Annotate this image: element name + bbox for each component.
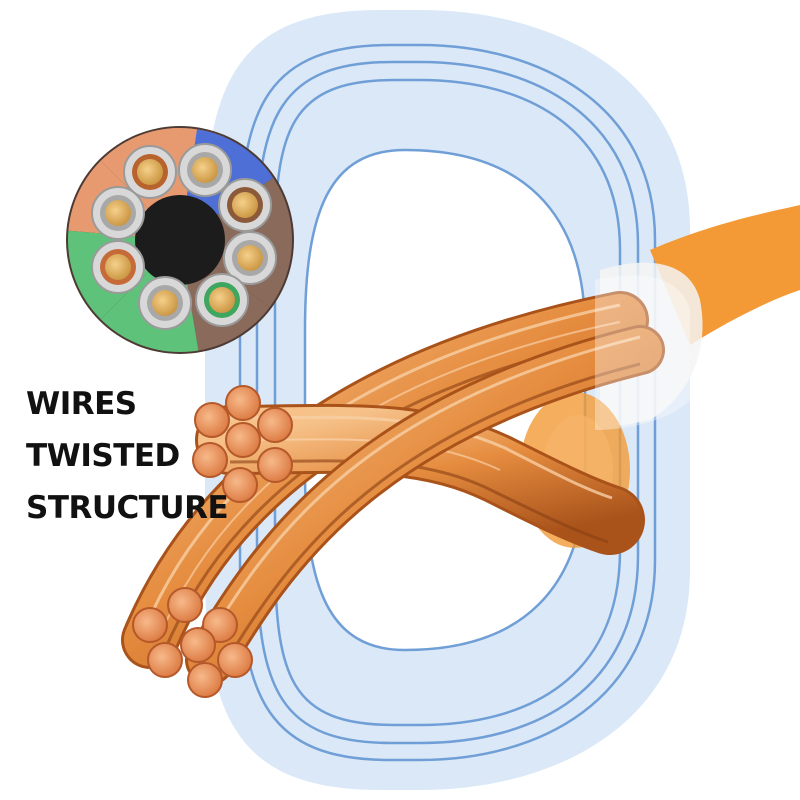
- structure-caption: WIRES TWISTED STRUCTURE: [26, 378, 229, 534]
- copper-strand-bundle-c: [185, 325, 665, 685]
- caption-line-wires: WIRES: [26, 386, 137, 422]
- strand-ends-left: [192, 385, 293, 503]
- cable-cross-section: [66, 126, 294, 354]
- caption-line-twisted: TWISTED: [26, 438, 180, 474]
- strand-ends-bottom: [132, 587, 253, 698]
- conductor-ring: [91, 143, 277, 330]
- jacket-overlay: [595, 275, 690, 430]
- caption-line-structure: STRUCTURE: [26, 490, 229, 526]
